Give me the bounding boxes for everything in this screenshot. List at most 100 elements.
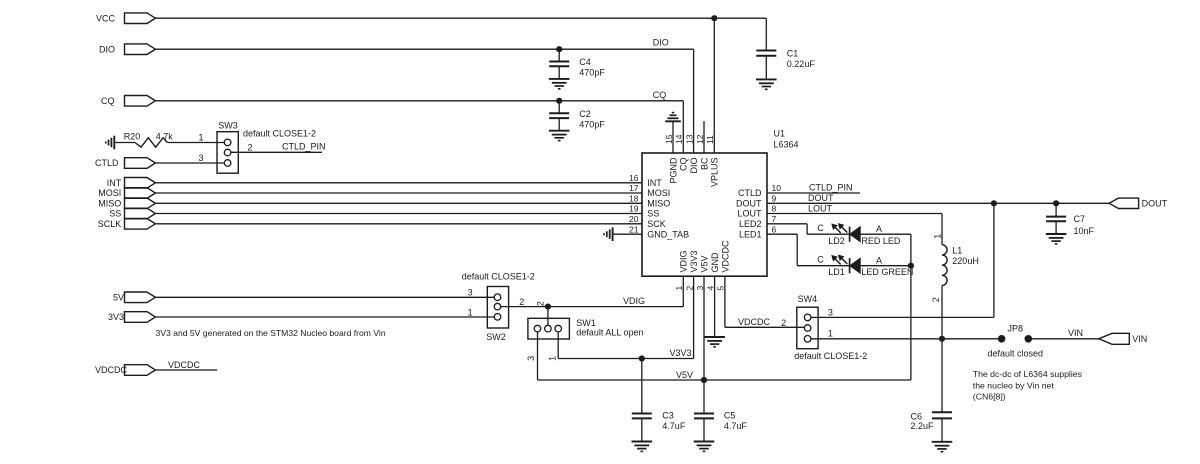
svg-text:CQ: CQ <box>101 96 115 106</box>
svg-text:2: 2 <box>519 297 524 307</box>
svg-text:21: 21 <box>629 224 639 234</box>
svg-text:default CLOSE1-2: default CLOSE1-2 <box>243 129 316 139</box>
svg-text:17: 17 <box>629 183 639 193</box>
svg-text:1: 1 <box>828 328 833 338</box>
svg-text:20: 20 <box>629 214 639 224</box>
svg-text:VDIG: VDIG <box>623 296 645 306</box>
svg-text:220uH: 220uH <box>952 256 979 266</box>
svg-text:L6364: L6364 <box>774 139 799 149</box>
svg-text:BC: BC <box>699 157 709 170</box>
svg-text:SCK: SCK <box>647 219 666 229</box>
svg-text:SS: SS <box>647 209 659 219</box>
svg-text:DOUT: DOUT <box>1142 199 1168 209</box>
svg-text:LOUT: LOUT <box>737 209 762 219</box>
svg-text:5V: 5V <box>113 293 124 303</box>
svg-text:5: 5 <box>716 286 726 291</box>
svg-text:CQ: CQ <box>679 158 689 172</box>
svg-text:0.22uF: 0.22uF <box>787 59 816 69</box>
svg-text:GND: GND <box>710 252 720 273</box>
svg-text:18: 18 <box>629 194 639 204</box>
svg-text:C6: C6 <box>911 411 923 421</box>
svg-text:VDCDC: VDCDC <box>720 240 730 273</box>
svg-text:2: 2 <box>781 318 786 328</box>
svg-text:default closed: default closed <box>988 349 1044 359</box>
svg-text:16: 16 <box>629 173 639 183</box>
svg-text:1: 1 <box>933 234 943 239</box>
svg-text:15: 15 <box>664 134 674 144</box>
svg-text:4: 4 <box>705 286 715 291</box>
svg-text:1: 1 <box>198 133 203 143</box>
svg-text:CQ: CQ <box>653 90 667 100</box>
svg-text:2: 2 <box>536 301 546 306</box>
svg-text:DOUT: DOUT <box>736 199 762 209</box>
svg-text:C1: C1 <box>787 48 799 58</box>
svg-text:R20: R20 <box>124 131 141 141</box>
svg-text:SW2: SW2 <box>486 332 506 342</box>
svg-text:LED2: LED2 <box>739 219 762 229</box>
svg-text:LED1: LED1 <box>739 229 762 239</box>
svg-text:default ALL open: default ALL open <box>576 328 643 338</box>
svg-text:U1: U1 <box>774 129 786 139</box>
svg-text:L1: L1 <box>952 246 962 256</box>
svg-text:CTLD: CTLD <box>95 158 119 168</box>
svg-text:470pF: 470pF <box>579 68 605 78</box>
svg-text:DIO: DIO <box>689 158 699 174</box>
svg-text:VCC: VCC <box>96 13 116 23</box>
svg-text:JP8: JP8 <box>1008 323 1024 333</box>
svg-text:MISO: MISO <box>98 199 121 209</box>
svg-text:1: 1 <box>468 307 473 317</box>
svg-text:LD2: LD2 <box>828 236 845 246</box>
svg-text:PGND: PGND <box>668 157 678 184</box>
svg-text:3: 3 <box>526 356 536 361</box>
svg-text:CTLD: CTLD <box>738 188 762 198</box>
svg-text:default CLOSE1-2: default CLOSE1-2 <box>794 351 867 361</box>
svg-text:SS: SS <box>109 209 121 219</box>
svg-text:DIO: DIO <box>653 38 669 48</box>
svg-text:9: 9 <box>772 194 777 204</box>
svg-text:LD1: LD1 <box>828 267 845 277</box>
svg-text:VDCDC: VDCDC <box>95 365 128 375</box>
svg-text:A: A <box>876 224 882 234</box>
svg-text:3: 3 <box>198 153 203 163</box>
svg-text:VPLUS: VPLUS <box>710 158 720 188</box>
svg-text:470pF: 470pF <box>579 120 605 130</box>
svg-text:C5: C5 <box>724 411 736 421</box>
svg-text:3V3: 3V3 <box>108 312 124 322</box>
svg-text:the nucleo by Vin net: the nucleo by Vin net <box>973 380 1055 390</box>
svg-text:MISO: MISO <box>647 199 670 209</box>
svg-text:C: C <box>817 223 824 233</box>
svg-text:LOUT: LOUT <box>808 203 833 213</box>
svg-text:2: 2 <box>684 286 694 291</box>
svg-text:RED LED: RED LED <box>861 236 901 246</box>
svg-text:4.7uF: 4.7uF <box>724 421 748 431</box>
svg-text:A: A <box>876 256 882 266</box>
svg-text:MOSI: MOSI <box>647 188 670 198</box>
svg-text:1: 1 <box>674 286 684 291</box>
svg-text:3: 3 <box>828 307 833 317</box>
svg-text:10: 10 <box>772 183 782 193</box>
svg-text:SCLK: SCLK <box>98 219 122 229</box>
svg-text:7: 7 <box>772 214 777 224</box>
svg-text:INT: INT <box>107 178 122 188</box>
svg-text:13: 13 <box>684 134 694 144</box>
svg-text:14: 14 <box>674 134 684 144</box>
svg-text:C4: C4 <box>579 57 591 67</box>
svg-text:C7: C7 <box>1074 214 1086 224</box>
svg-text:1: 1 <box>548 356 558 361</box>
svg-text:4.7uF: 4.7uF <box>662 421 686 431</box>
svg-text:V3V3: V3V3 <box>689 250 699 272</box>
svg-text:default CLOSE1-2: default CLOSE1-2 <box>462 272 535 282</box>
svg-text:C: C <box>817 255 824 265</box>
svg-text:3V3 and 5V generated on the ST: 3V3 and 5V generated on the STM32 Nucleo… <box>156 328 386 338</box>
svg-text:6: 6 <box>772 224 777 234</box>
svg-text:VDCDC: VDCDC <box>738 317 771 327</box>
svg-text:VDIG: VDIG <box>679 250 689 272</box>
svg-text:SW4: SW4 <box>798 294 818 304</box>
svg-text:CTLD_PIN: CTLD_PIN <box>809 182 853 192</box>
svg-text:MOSI: MOSI <box>98 188 121 198</box>
svg-text:10nF: 10nF <box>1074 226 1095 236</box>
svg-text:C2: C2 <box>579 109 591 119</box>
svg-text:3: 3 <box>695 286 705 291</box>
svg-text:2: 2 <box>931 297 941 302</box>
svg-text:(CN6[8]): (CN6[8]) <box>973 392 1006 402</box>
